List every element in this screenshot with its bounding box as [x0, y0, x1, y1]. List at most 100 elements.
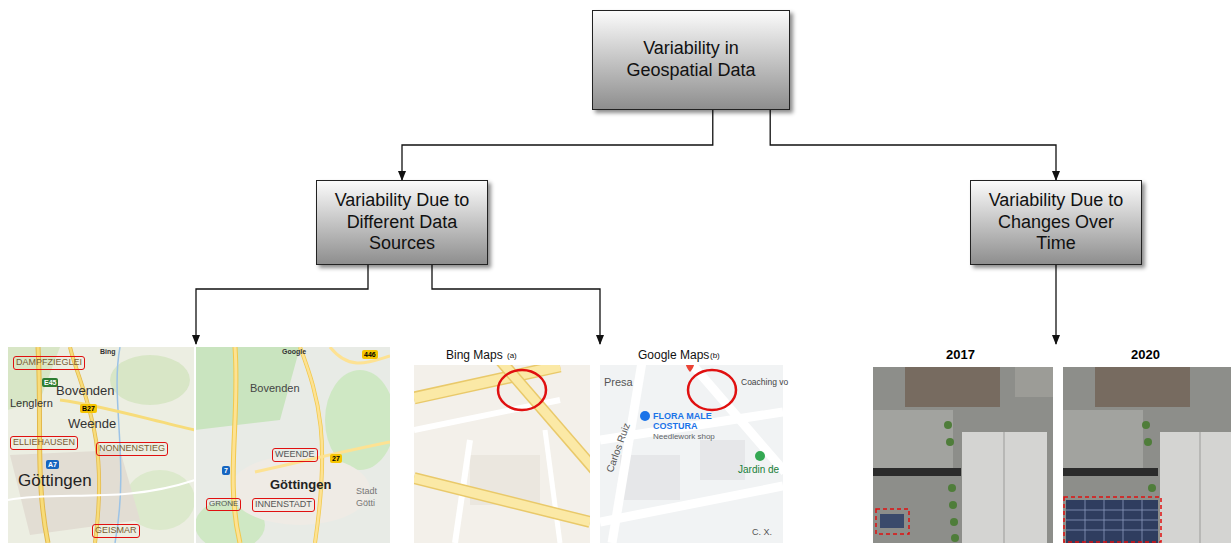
parking — [873, 410, 953, 468]
road-number: 27 — [330, 454, 342, 463]
road-number: 7 — [222, 466, 230, 475]
road-number: A7 — [46, 460, 59, 469]
process-box: Variability in Geospatial Data — [592, 10, 790, 110]
forest-area — [195, 347, 300, 430]
bing-street-map — [414, 365, 590, 543]
circled-place-name: GEISMAR — [92, 524, 140, 538]
branch-arrow — [196, 265, 368, 344]
map-label: Göttingen — [18, 472, 92, 491]
solar-panels — [880, 514, 904, 528]
box-label: Variability in Geospatial Data — [599, 38, 783, 81]
forest-area — [325, 370, 390, 470]
connector-arrow — [770, 110, 1056, 180]
change-box — [1064, 497, 1161, 542]
map-label: Coaching vo — [741, 378, 788, 387]
road — [330, 347, 390, 363]
circled-place-name: GRONE — [206, 498, 241, 511]
google-street-map — [600, 365, 783, 543]
road-number: E45 — [42, 378, 58, 387]
map-ground — [8, 347, 195, 543]
city-area — [230, 455, 370, 525]
map-label: Stadt — [356, 487, 377, 497]
main-road — [500, 365, 590, 470]
map-label: Needlework shop — [653, 433, 715, 442]
main-road — [414, 478, 590, 522]
box-label: Variability Due to Changes Over Time — [977, 190, 1135, 255]
map-pin — [755, 451, 765, 461]
box-label: Variability Due to Different Data Source… — [323, 190, 481, 255]
road — [255, 442, 390, 472]
shadow — [873, 468, 961, 476]
overview-map — [8, 347, 390, 543]
main-road — [500, 365, 590, 470]
map-label: 2017 — [946, 348, 975, 362]
parking — [1063, 410, 1143, 468]
highlight-circle — [498, 370, 546, 410]
motorway — [233, 347, 240, 543]
map-label: Götti — [356, 499, 375, 509]
circled-place-name: ELLIEHAUSEN — [10, 436, 78, 450]
map-label: Lenglern — [10, 397, 53, 409]
map-label: Bing Maps — [446, 349, 503, 362]
panel-grid — [1066, 500, 1158, 543]
solar-panels — [1066, 500, 1158, 543]
map-divider — [194, 347, 196, 543]
building-roof — [1095, 367, 1190, 407]
map-label: Presa — [604, 376, 633, 388]
change-box — [876, 509, 909, 534]
process-box: Variability Due to Different Data Source… — [316, 180, 488, 265]
map-label: Bovenden — [56, 384, 115, 398]
map-label: FLORA MALE — [653, 412, 712, 422]
building-roof — [1160, 432, 1231, 543]
map-label: Google — [282, 348, 306, 356]
branch-arrow — [1055, 265, 1056, 344]
map-label: C. X. — [752, 528, 772, 538]
main-road — [414, 478, 590, 522]
map-pin — [640, 411, 650, 421]
trees — [944, 421, 959, 542]
map-label: Carlos Ruiz — [604, 421, 632, 473]
street — [600, 486, 783, 522]
forest-area — [125, 470, 195, 530]
ground — [1063, 367, 1231, 543]
map-label: Bing — [100, 348, 116, 356]
branch-arrow — [432, 265, 600, 344]
road-number: B27 — [80, 404, 97, 413]
map-pin — [686, 365, 695, 372]
circled-place-name: INNENSTADT — [252, 498, 315, 512]
map-label: 2020 — [1131, 348, 1160, 362]
building-roof — [905, 367, 1000, 407]
map-label: (a) — [507, 352, 517, 361]
connector-arrow — [402, 110, 713, 180]
map-ground — [414, 365, 590, 543]
map-label: Weende — [68, 417, 116, 431]
map-label: Göttingen — [270, 478, 331, 492]
main-road — [414, 366, 560, 398]
aerial-photo — [1063, 367, 1231, 543]
circled-place-name: WEENDE — [272, 448, 318, 462]
main-road — [414, 366, 560, 398]
map-label: COSTURA — [653, 422, 698, 432]
highlight-circle — [688, 370, 736, 410]
process-box: Variability Due to Changes Over Time — [970, 180, 1142, 265]
street — [545, 430, 560, 543]
map-label: (b) — [710, 352, 720, 361]
map-label: Google Maps — [638, 349, 709, 362]
map-label: Bovenden — [250, 382, 300, 394]
circled-place-name: DAMPFZIEGLEI — [13, 356, 85, 370]
roof-ridge — [1199, 432, 1201, 543]
building-roof — [1015, 367, 1053, 397]
road — [300, 347, 322, 543]
road — [300, 347, 322, 543]
roof-ridge — [1003, 432, 1005, 543]
forest-area — [110, 355, 190, 405]
shadow — [1063, 468, 1158, 476]
motorway — [233, 347, 240, 543]
circled-place-name: NONNENSTIEG — [96, 442, 168, 456]
ground — [873, 367, 1053, 543]
building-roof — [962, 432, 1047, 543]
road-number: 446 — [362, 350, 378, 359]
map-label: Jardin de — [738, 464, 779, 475]
aerial-photo — [873, 367, 1053, 543]
